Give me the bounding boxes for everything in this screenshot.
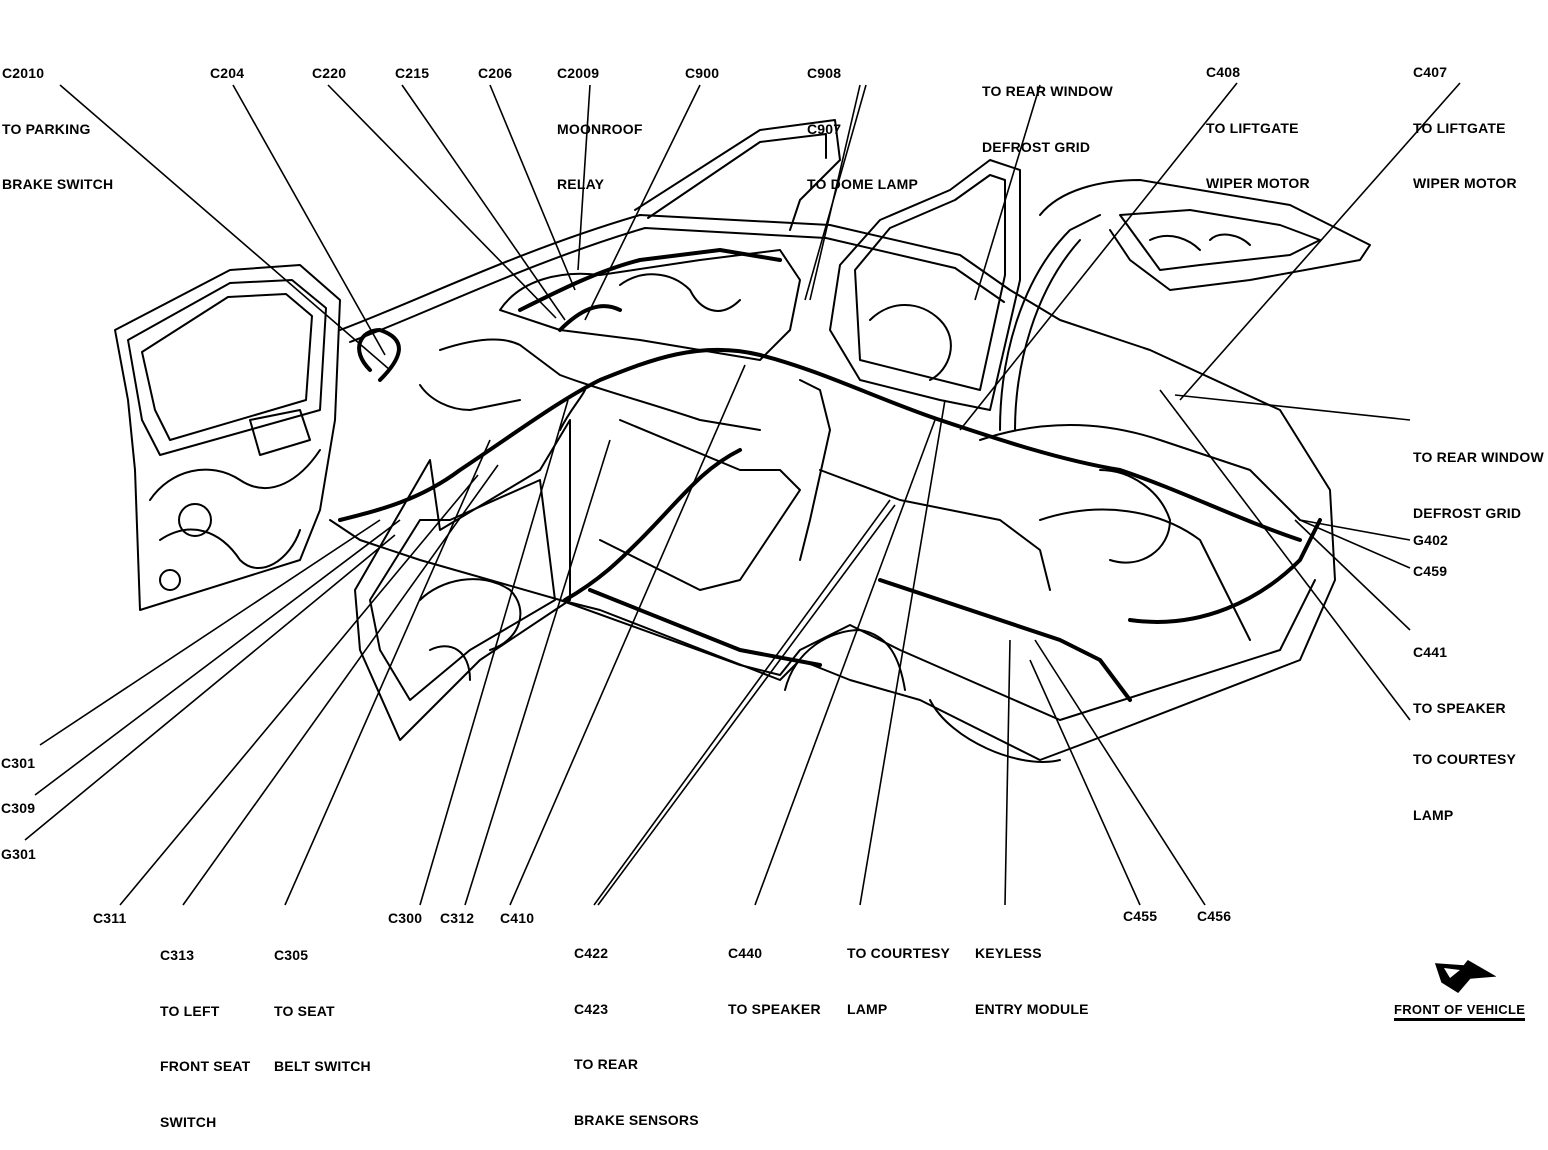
label-c908: C908 C907 TO DOME LAMP	[807, 27, 918, 212]
label-c2010: C2010 TO PARKING BRAKE SWITCH	[2, 27, 113, 212]
label-c220: C220	[312, 64, 346, 83]
front-left-door	[114, 264, 341, 611]
label-c408: C408 TO LIFTGATE WIPER MOTOR	[1206, 26, 1310, 211]
connector-id: C440	[728, 945, 763, 961]
connector-desc: TO COURTESY	[847, 945, 951, 961]
connector-desc: BELT SWITCH	[274, 1058, 371, 1074]
label-c215: C215	[395, 64, 429, 83]
label-c204: C204	[210, 64, 244, 83]
label-rear-defrost-top: TO REAR WINDOW DEFROST GRID	[982, 45, 1113, 175]
connector-desc: ENTRY MODULE	[975, 1000, 1089, 1017]
connector-desc: TO LEFT	[160, 1002, 220, 1019]
connector-id: C907	[807, 120, 842, 137]
connector-id: C456	[1197, 908, 1232, 924]
label-g301: G301	[1, 845, 36, 864]
front-arrow-icon	[1434, 960, 1496, 993]
connector-desc: TO DOME LAMP	[807, 176, 919, 192]
label-c440: C440 TO SPEAKER	[728, 907, 821, 1037]
connector-desc: TO SPEAKER	[728, 1000, 821, 1017]
label-keyless-entry: KEYLESS ENTRY MODULE	[975, 907, 1089, 1037]
connector-desc: LAMP	[847, 1000, 888, 1017]
connector-desc: TO REAR WINDOW	[1413, 449, 1544, 465]
connector-desc: SWITCH	[160, 1113, 217, 1130]
connector-id: C459	[1413, 563, 1448, 579]
connector-id: C908	[807, 65, 842, 81]
wiring-harness	[338, 248, 1322, 702]
label-c206: C206	[478, 64, 512, 83]
connector-id: C204	[210, 65, 245, 81]
connector-id: C215	[395, 65, 430, 81]
label-c455: C455	[1123, 907, 1157, 926]
ground-id: G402	[1413, 532, 1449, 548]
front-of-vehicle-label: FRONT OF VEHICLE	[1394, 1002, 1526, 1021]
connector-desc: DEFROST GRID	[982, 138, 1091, 155]
label-c309: C309	[1, 799, 35, 818]
label-c441: C441 TO SPEAKER	[1413, 606, 1506, 736]
vehicle-wiring-diagram	[24, 82, 1461, 906]
label-c422: C422 C423 TO REAR BRAKE SENSORS	[574, 907, 699, 1148]
label-c459: C459	[1413, 562, 1447, 581]
connector-desc: RELAY	[557, 176, 605, 192]
right-rear-door	[799, 159, 1021, 561]
connector-id: C311	[93, 910, 127, 926]
label-c2009: C2009 MOONROOF RELAY	[557, 27, 643, 212]
label-c305: C305 TO SEAT BELT SWITCH	[274, 909, 371, 1094]
label-rear-defrost-right: TO REAR WINDOW DEFROST GRID	[1413, 411, 1544, 541]
leader-lines	[24, 82, 1461, 906]
connector-id: C423	[574, 1000, 609, 1017]
connector-desc: BRAKE SWITCH	[2, 176, 114, 192]
label-c313: C313 TO LEFT FRONT SEAT SWITCH	[160, 909, 250, 1150]
label-c407: C407 TO LIFTGATE WIPER MOTOR	[1413, 26, 1517, 211]
connector-desc: TO LIFTGATE	[1413, 119, 1506, 136]
front-right-door	[354, 389, 586, 741]
connector-desc: MOONROOF	[557, 120, 643, 137]
connector-id: C410	[500, 910, 535, 926]
connector-desc: TO COURTESY	[1413, 751, 1517, 767]
label-c312: C312	[440, 909, 474, 928]
connector-id: C305	[274, 947, 309, 963]
connector-desc: TO SPEAKER	[1413, 699, 1506, 716]
label-g402: G402	[1413, 531, 1448, 550]
label-c410: C410	[500, 909, 534, 928]
connector-id: C312	[440, 910, 475, 926]
connector-id: C301	[1, 755, 36, 771]
connector-desc: TO PARKING	[2, 120, 91, 137]
connector-id: C441	[1413, 644, 1448, 660]
connector-desc: WIPER MOTOR	[1206, 175, 1310, 191]
connector-desc: DEFROST GRID	[1413, 504, 1522, 521]
liftgate	[999, 179, 1371, 431]
connector-desc: TO REAR	[574, 1056, 639, 1072]
connector-id: C455	[1123, 908, 1158, 924]
connector-id: C300	[388, 910, 423, 926]
connector-id: C313	[160, 947, 195, 963]
label-c300: C300	[388, 909, 422, 928]
connector-id: C2010	[2, 65, 45, 81]
rear-door	[499, 119, 841, 361]
vehicle-body	[329, 214, 1336, 763]
connector-desc: TO LIFTGATE	[1206, 119, 1299, 136]
connector-id: C206	[478, 65, 513, 81]
connector-id: C407	[1413, 64, 1448, 80]
connector-desc: BRAKE SENSORS	[574, 1111, 699, 1128]
connector-id: C408	[1206, 64, 1241, 80]
connector-id: C309	[1, 800, 36, 816]
label-courtesy-bottom: TO COURTESY LAMP	[847, 907, 950, 1037]
label-c311: C311	[93, 909, 127, 928]
connector-desc: TO REAR WINDOW	[982, 83, 1113, 99]
connector-desc: KEYLESS	[975, 945, 1042, 961]
label-c301: C301	[1, 754, 35, 773]
connector-desc: WIPER MOTOR	[1413, 175, 1517, 191]
label-courtesy-right: TO COURTESY LAMP	[1413, 713, 1516, 843]
connector-id: C900	[685, 65, 720, 81]
label-c456: C456	[1197, 907, 1231, 926]
connector-desc: TO SEAT	[274, 1002, 335, 1019]
label-c900: C900	[685, 64, 719, 83]
connector-desc: FRONT SEAT	[160, 1058, 251, 1074]
ground-id: G301	[1, 846, 37, 862]
connector-id: C220	[312, 65, 347, 81]
connector-id: C422	[574, 945, 609, 961]
connector-desc: LAMP	[1413, 806, 1454, 823]
connector-id: C2009	[557, 65, 600, 81]
